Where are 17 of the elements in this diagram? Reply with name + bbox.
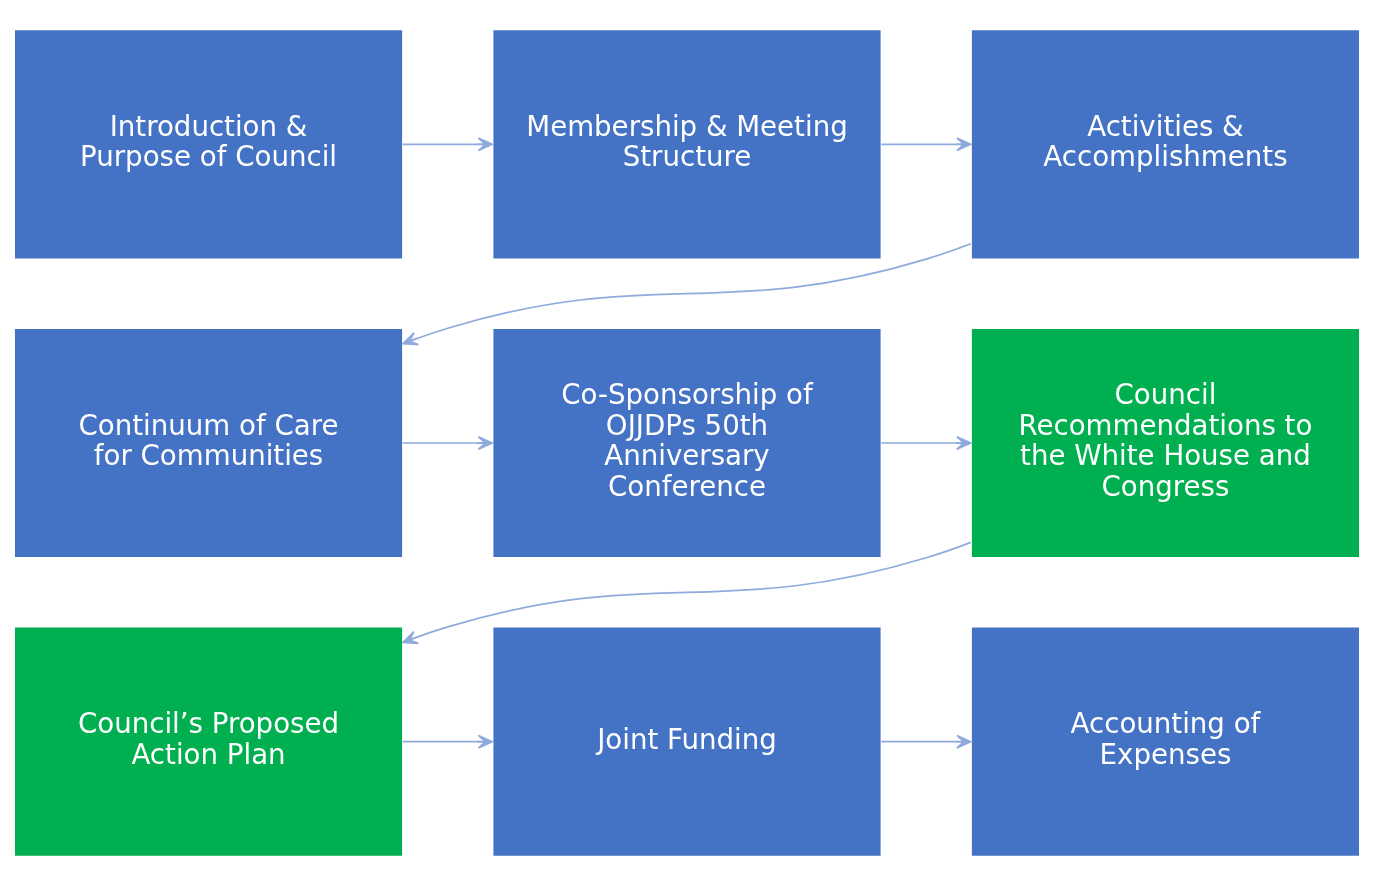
arrow (402, 242, 972, 345)
node-box: Council’s Proposed Action Plan (13, 625, 404, 857)
node-box: Council Recommendations to the White House and Congress (970, 327, 1361, 558)
node-box: Membership & Meeting Structure (492, 28, 882, 260)
arrow (402, 541, 972, 644)
arrow (402, 136, 494, 151)
node-box: Activities & Accomplishments (970, 28, 1361, 260)
arrow (402, 435, 494, 450)
node-box: Introduction & Purpose of Council (13, 28, 404, 260)
node-box: Accounting of Expenses (970, 625, 1361, 857)
arrow (880, 435, 972, 450)
arrow (402, 734, 494, 749)
node-box: Joint Funding (492, 625, 882, 857)
arrow (880, 136, 972, 151)
arrow (880, 734, 972, 749)
node-box: Continuum of Care for Communities (13, 327, 404, 558)
node-box: Co-Sponsorship of OJJDPs 50th Anniversary Conference (492, 327, 882, 558)
